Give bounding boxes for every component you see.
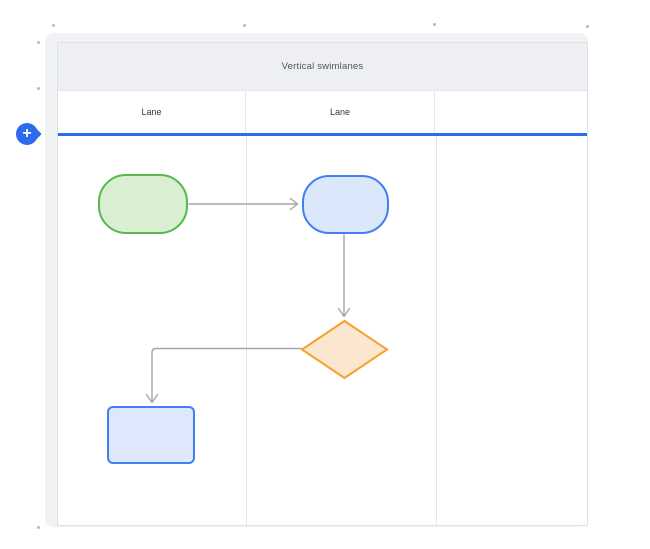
add-lane-button[interactable]: + — [16, 123, 42, 145]
plus-icon: + — [22, 124, 32, 142]
connector-blue-to-diamond-arrowhead[interactable] — [337, 307, 351, 318]
terminator-blue[interactable] — [302, 175, 389, 234]
lane-header-2[interactable]: Lane — [246, 91, 435, 133]
connector-diamond-to-rect-line[interactable] — [151, 347, 302, 403]
guide-dot — [432, 22, 436, 26]
lane-header-1[interactable]: Lane — [58, 91, 246, 133]
guide-dot — [36, 40, 40, 44]
swimlane-title[interactable]: Vertical swimlanes — [58, 43, 587, 91]
lane-body-row — [58, 136, 587, 525]
guide-dot — [585, 24, 589, 28]
guide-dot — [242, 23, 246, 27]
lane-2-body[interactable] — [247, 136, 437, 525]
lane-header-row: Lane Lane — [58, 91, 587, 133]
guide-dot — [36, 525, 40, 529]
lane-1-body[interactable] — [58, 136, 247, 525]
terminator-green[interactable] — [98, 174, 188, 234]
lane-accent-divider — [58, 133, 587, 136]
guide-dot — [36, 86, 40, 90]
decision-diamond[interactable] — [300, 319, 389, 380]
guide-dot — [51, 23, 55, 27]
connector-green-to-blue-arrowhead[interactable] — [289, 197, 299, 211]
process-rect[interactable] — [107, 406, 195, 464]
connector-diamond-to-rect-arrowhead[interactable] — [145, 393, 159, 404]
